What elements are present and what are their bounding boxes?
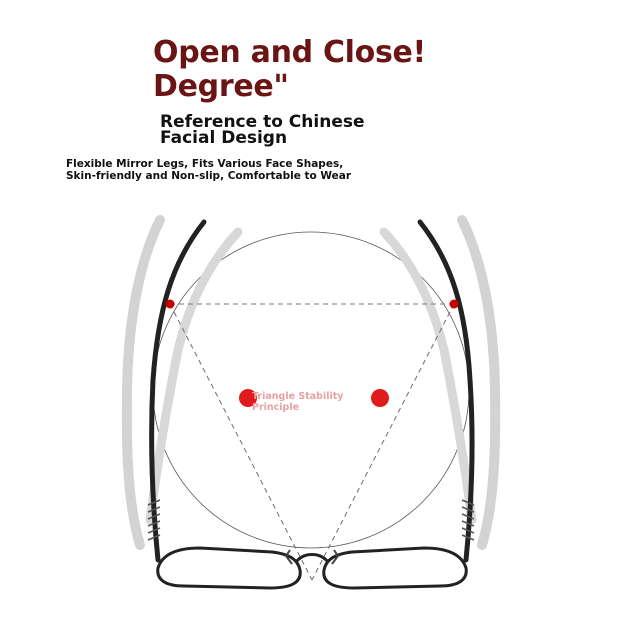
contact-point-right <box>449 299 459 309</box>
temple-left <box>149 219 207 563</box>
bridge <box>294 553 330 564</box>
lens-rim-left <box>156 546 302 590</box>
ghost-temple-right-inner <box>379 227 477 525</box>
hinge-spring-right <box>461 499 475 541</box>
ghost-temple-left-inner <box>145 227 243 525</box>
stability-marker-right <box>371 389 389 407</box>
lens-rim-right <box>322 546 468 590</box>
stability-marker-left <box>239 389 257 407</box>
triangle-stability-label: Triangle Stability Principle <box>252 391 344 413</box>
ghost-temple-right-outer <box>457 215 501 550</box>
ghost-temple-left-outer <box>121 215 165 550</box>
nose-pad-left <box>284 549 293 565</box>
subheading: Reference to Chinese Facial Design <box>160 112 365 148</box>
temple-right <box>417 219 475 563</box>
contact-point-left <box>165 299 175 309</box>
feature-description: Flexible Mirror Legs, Fits Various Face … <box>66 158 352 182</box>
headline: Open and Close! Degree" <box>153 35 426 104</box>
hinge-spring-left <box>147 499 161 541</box>
nose-pad-right <box>331 549 340 565</box>
stability-triangle <box>169 303 455 581</box>
